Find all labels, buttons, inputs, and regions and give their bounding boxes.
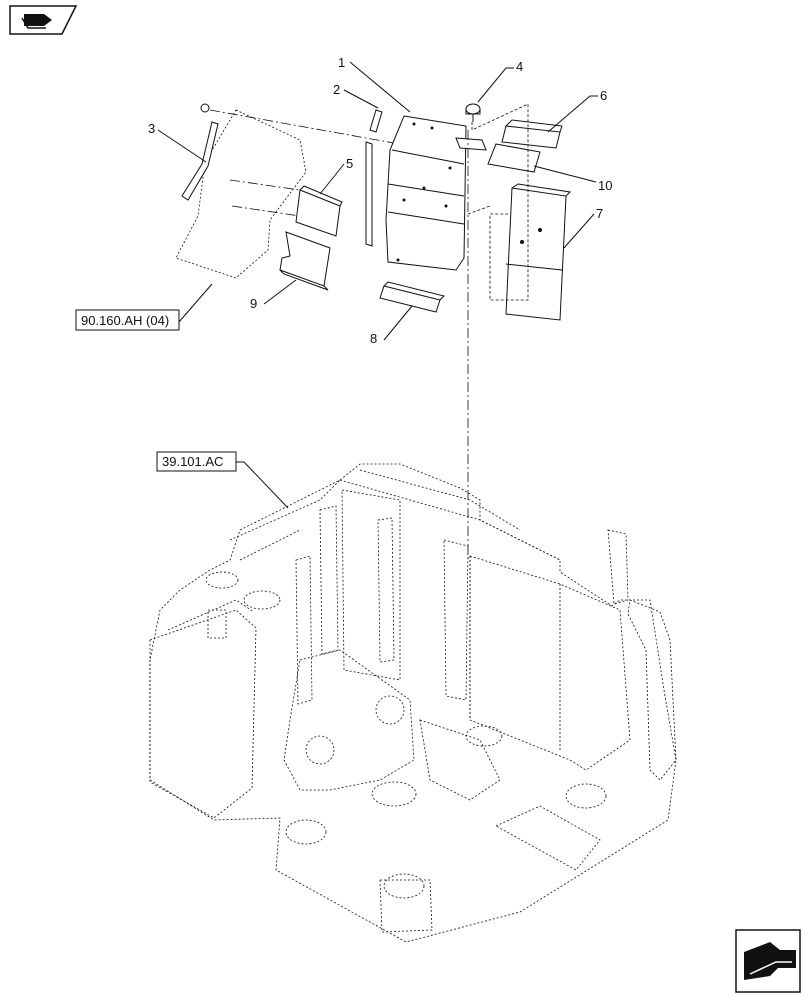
upper-frame-assembly (149, 463, 677, 943)
reference-label-top: 90.160.AH (04) (81, 313, 169, 328)
part-1-panel (385, 115, 467, 271)
label-part-10: 10 (598, 178, 612, 193)
ghost-panel (175, 109, 307, 279)
label-part-7: 7 (596, 206, 603, 221)
part-8-bar (379, 285, 441, 313)
part-2-strip-long (365, 141, 373, 247)
label-part-3: 3 (148, 121, 155, 136)
part-3-strip (181, 121, 219, 201)
part-6-pad (501, 125, 561, 149)
label-part-4: 4 (516, 59, 523, 74)
part-4-screw (465, 103, 481, 122)
label-part-9: 9 (250, 296, 257, 311)
part-9-pad (279, 231, 331, 287)
label-part-6: 6 (600, 88, 607, 103)
label-part-5: 5 (346, 156, 353, 171)
label-part-1: 1 (338, 55, 345, 70)
reference-link-top[interactable]: 90.160.AH (04) (75, 309, 180, 331)
washer-ghost (200, 103, 210, 113)
part-7-pad (505, 187, 567, 321)
book-arrow-icon[interactable] (9, 5, 78, 35)
label-part-2: 2 (333, 82, 340, 97)
reference-label-frame: 39.101.AC (162, 454, 223, 469)
next-page-arrow-icon[interactable] (735, 929, 801, 993)
label-part-8: 8 (370, 331, 377, 346)
part-5-pad (295, 189, 341, 237)
part-2-strip (369, 109, 383, 133)
reference-link-frame[interactable]: 39.101.AC (156, 451, 237, 472)
part-10-wedge (487, 143, 541, 173)
